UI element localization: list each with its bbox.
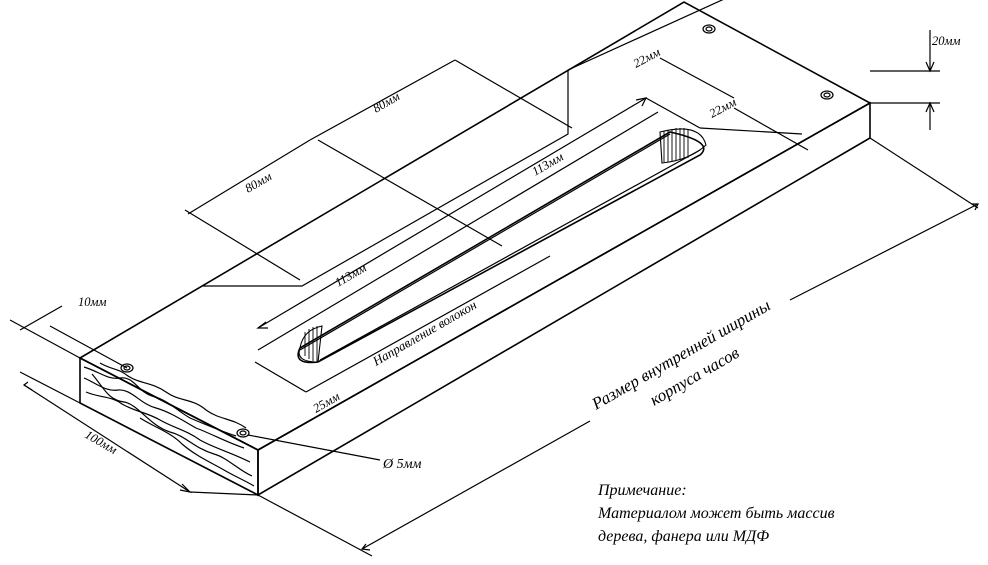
center-break-line — [203, 0, 724, 287]
slot — [297, 131, 705, 364]
dim-20mm: 20мм — [932, 34, 960, 48]
note-line2: дерева, фанера или МДФ — [598, 528, 769, 545]
note-line1: Материалом может быть массив — [597, 505, 835, 522]
dim-22mm-top: 22мм — [631, 45, 663, 71]
screw-holes — [120, 24, 834, 438]
dimension-lines — [9, 30, 979, 557]
dim-10mm: 10мм — [78, 295, 106, 309]
slot-end-hatch-right — [659, 128, 707, 164]
note-title: Примечание: — [597, 482, 687, 499]
end-grain-texture — [83, 362, 255, 487]
dim-80mm-left: 80мм — [243, 169, 275, 195]
dim-hole-diameter: Ø 5мм — [382, 457, 422, 472]
inner-width-line1: Размер внутренней ширины — [588, 296, 774, 414]
grain-direction-label: Направление волокон — [369, 297, 479, 369]
slot-end-hatch-left — [298, 325, 323, 363]
dim-113mm-top: 113мм — [530, 150, 566, 179]
inner-width-label: Размер внутренней ширины корпуса часов — [588, 296, 774, 414]
dim-80mm-right: 80мм — [371, 89, 403, 115]
dim-100mm: 100мм — [83, 427, 120, 456]
note-block: Примечание: Материалом может быть массив… — [597, 482, 835, 545]
dim-22mm-lower: 22мм — [707, 95, 739, 121]
